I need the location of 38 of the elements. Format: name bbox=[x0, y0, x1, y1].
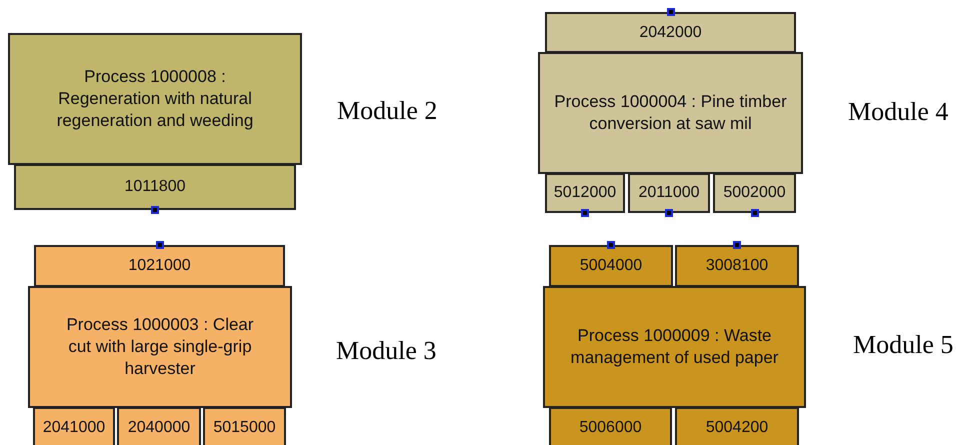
module-label: Module 2 bbox=[337, 96, 438, 126]
flow-code: 2011000 bbox=[638, 184, 700, 202]
flow-code: 1011800 bbox=[124, 178, 186, 196]
module-label: Module 4 bbox=[848, 97, 948, 127]
flow-port-box bbox=[628, 173, 710, 213]
process-label: Process 1000004 : Pine timber conversion at saw mil bbox=[553, 91, 788, 135]
flow-port-box bbox=[14, 164, 296, 210]
flow-port-box bbox=[117, 407, 201, 445]
flow-code: 3008100 bbox=[706, 257, 768, 275]
flow-port-box bbox=[545, 173, 625, 213]
flow-code: 2040000 bbox=[128, 419, 190, 437]
flow-code: 5015000 bbox=[213, 419, 276, 437]
flow-port-box bbox=[33, 407, 115, 445]
process-box bbox=[543, 286, 806, 408]
flow-code: 5004000 bbox=[580, 257, 642, 275]
flow-port-box bbox=[549, 407, 672, 445]
flow-port-box bbox=[549, 245, 673, 287]
process-box bbox=[538, 52, 803, 174]
flow-code: 5002000 bbox=[723, 184, 786, 202]
flow-port-box bbox=[203, 407, 286, 445]
process-box bbox=[8, 33, 302, 165]
flow-port-box bbox=[675, 407, 799, 445]
flow-port-box bbox=[545, 12, 796, 53]
process-label: Process 1000009 : Waste management of used paper bbox=[570, 325, 780, 369]
process-label: Process 1000003 : Clear cut with large single-grip harvester bbox=[65, 314, 255, 380]
process-label: Process 1000008 : Regeneration with natural regeneration and weeding bbox=[56, 66, 254, 132]
flow-code: 2042000 bbox=[639, 24, 702, 42]
process-box bbox=[28, 286, 292, 408]
module-label: Module 3 bbox=[336, 336, 436, 366]
flow-code: 5004200 bbox=[706, 419, 768, 437]
flow-code: 5006000 bbox=[579, 419, 642, 437]
flow-port-box bbox=[34, 245, 285, 287]
flow-port-box bbox=[675, 245, 799, 287]
flow-port-box bbox=[713, 173, 796, 213]
flow-code: 1021000 bbox=[128, 257, 191, 275]
flow-code: 5012000 bbox=[554, 184, 616, 202]
module-label: Module 5 bbox=[853, 330, 954, 360]
flow-code: 2041000 bbox=[42, 419, 106, 437]
